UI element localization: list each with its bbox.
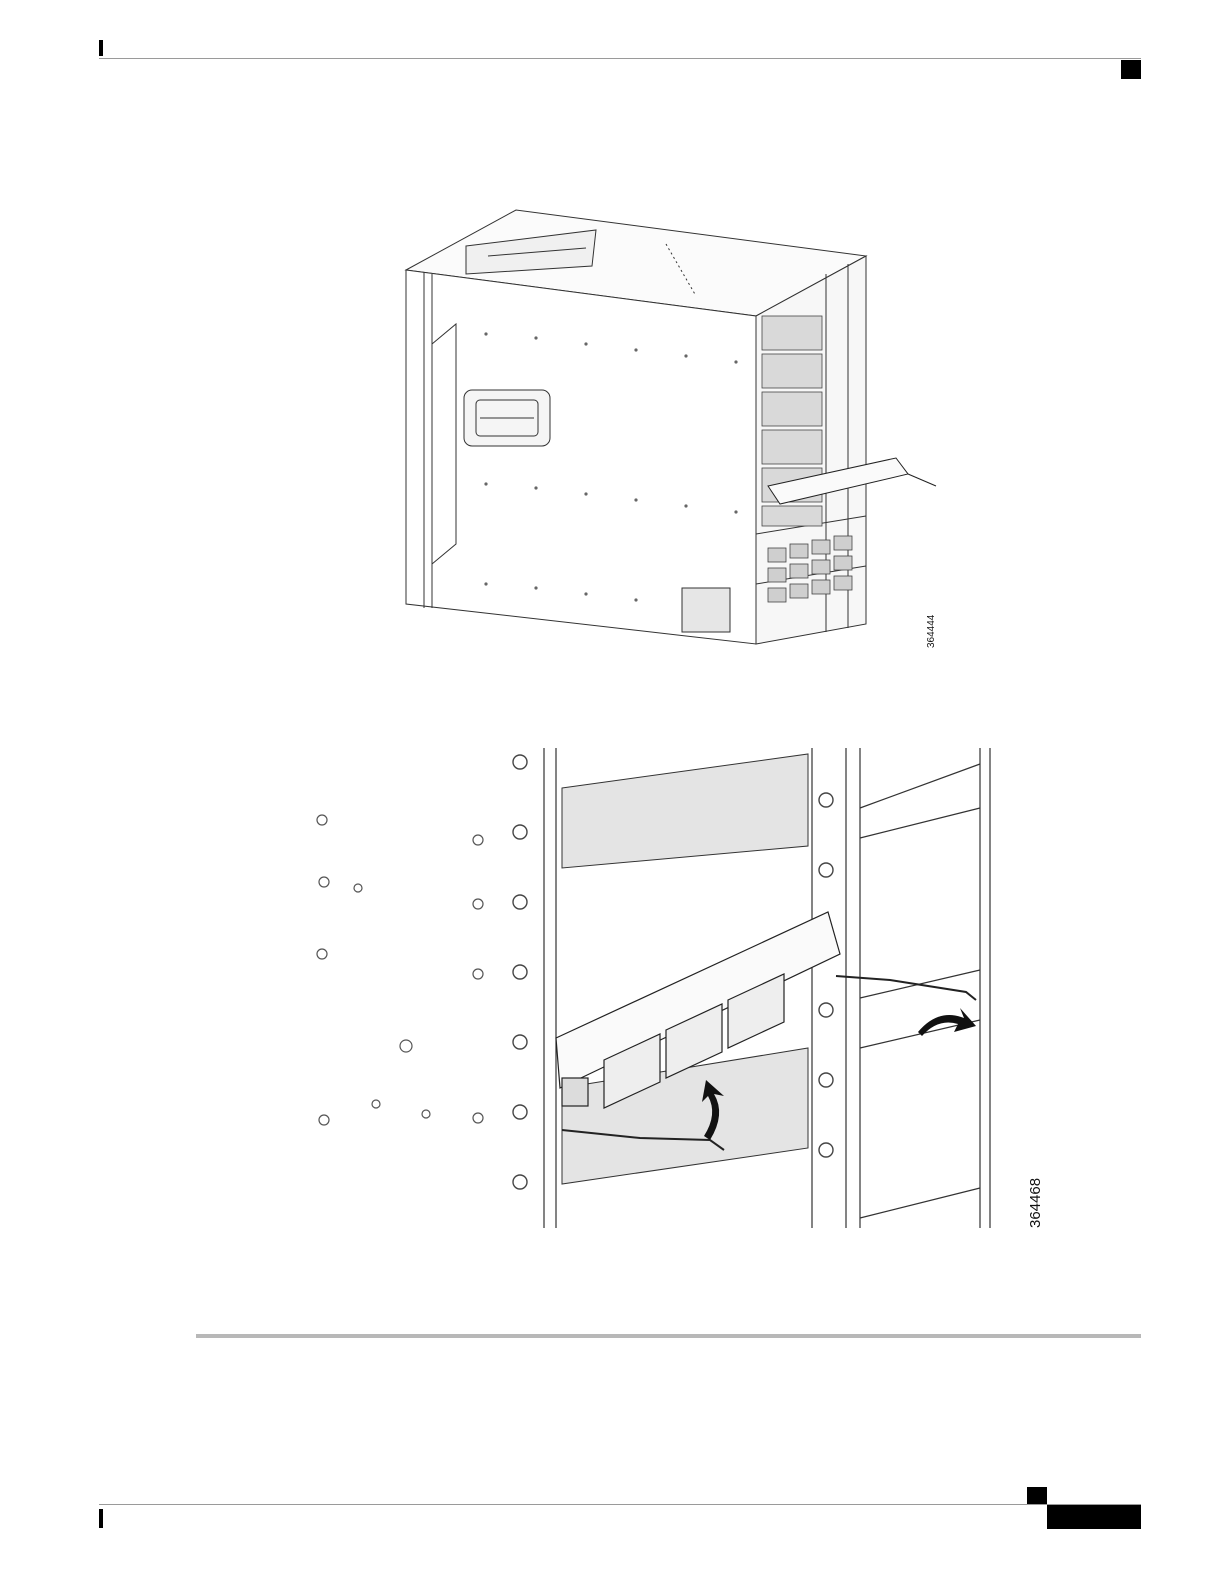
chassis-illustration: 364444 [396,204,941,654]
header-corner-marker [1121,60,1141,79]
footer-page-tab [1047,1505,1141,1529]
procedure-end-rule [196,1334,1141,1338]
footer-marker [99,1509,103,1528]
footer-corner-marker [1027,1487,1047,1505]
figure-id-label: 364444 [926,614,937,648]
footer-rule [99,1504,1141,1505]
header-marker [99,40,103,56]
panel-screws [317,815,483,1125]
figure-chassis: 364444 [396,204,941,654]
header-rule [99,58,1141,59]
figure-id-label: 364468 [1027,1178,1044,1228]
figure-line-card-detail: 364468 [300,748,1050,1232]
line-card-illustration: 364468 [300,748,1050,1232]
